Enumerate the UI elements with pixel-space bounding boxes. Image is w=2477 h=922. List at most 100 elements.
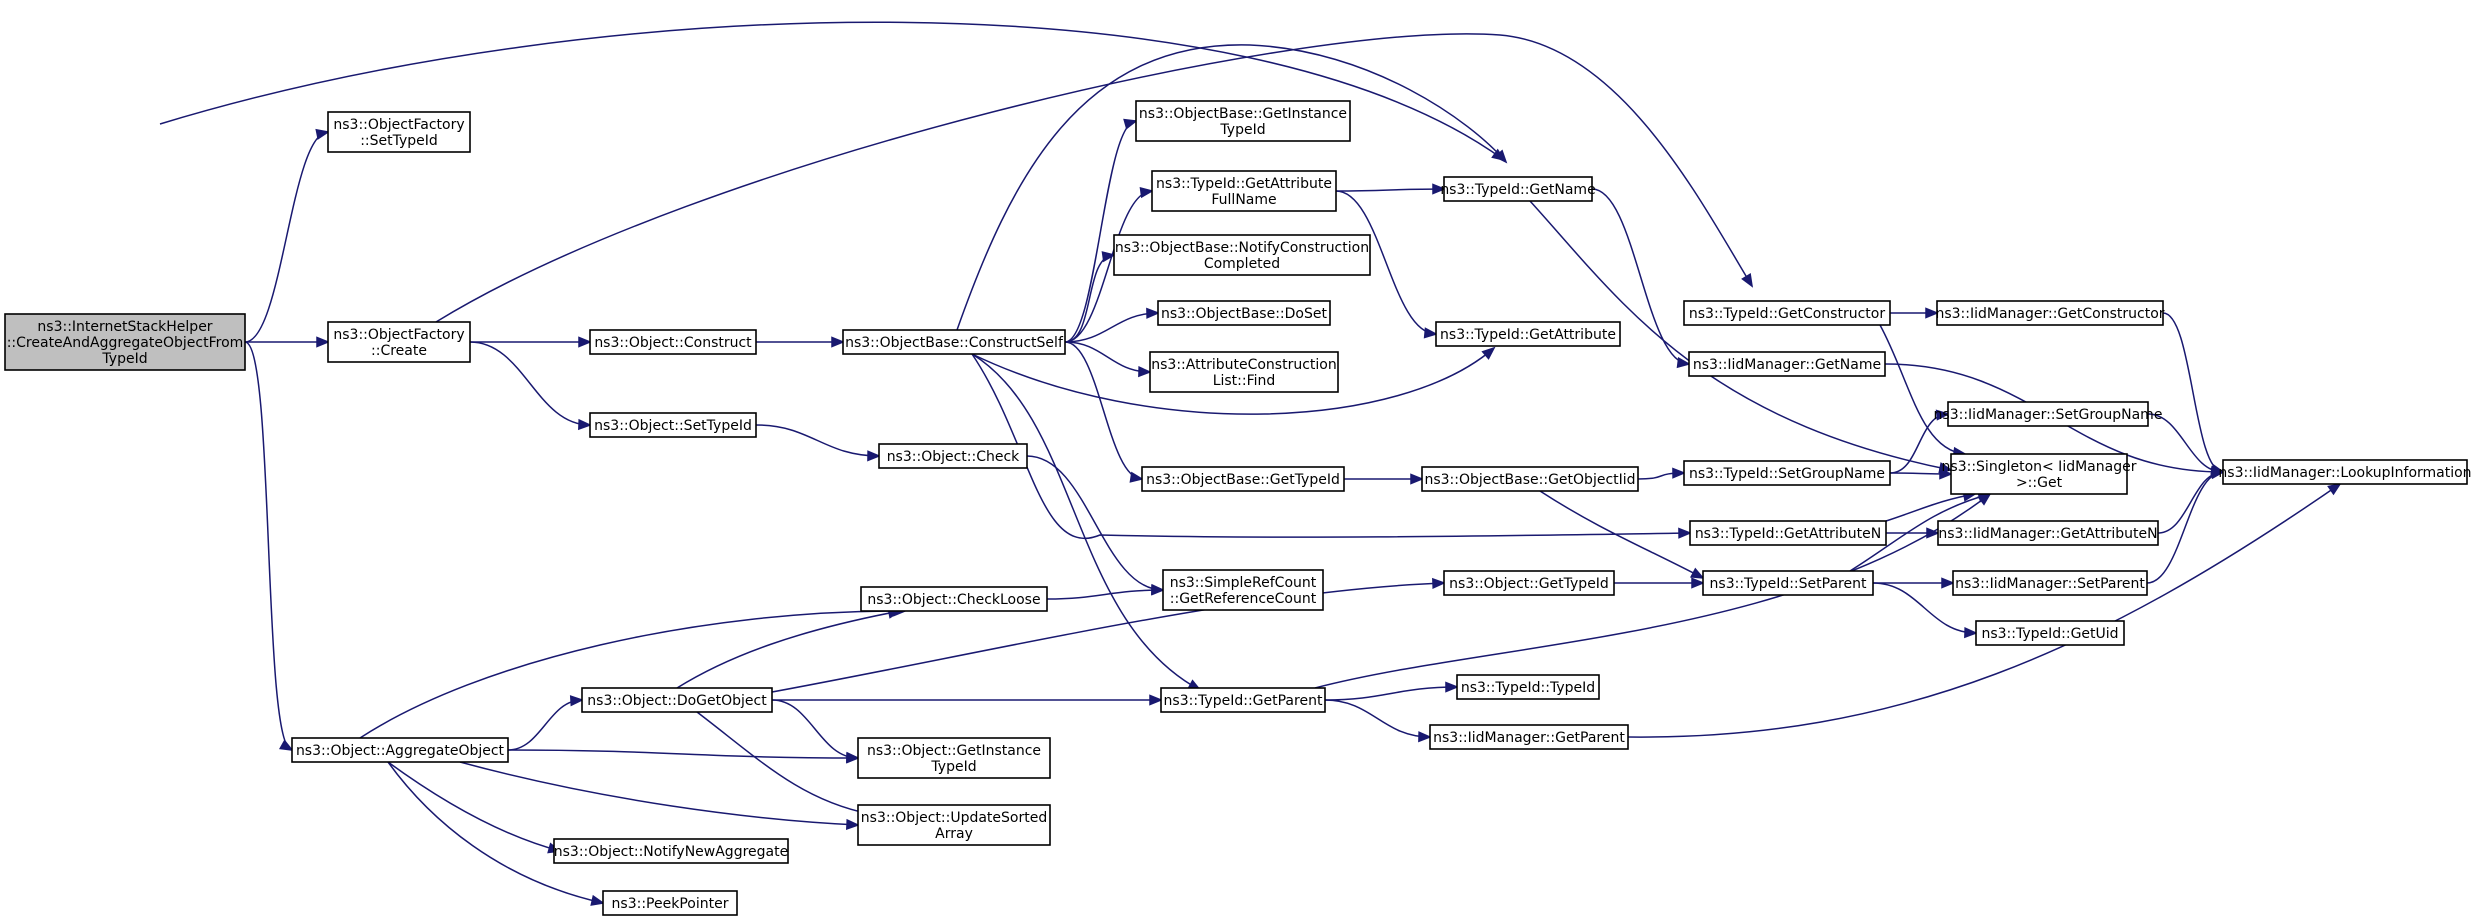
node-n33[interactable]: ns3::Singleton< IidManager >::Get (1942, 453, 2137, 495)
node-n0[interactable]: ns3::InternetStackHelper::CreateAndAggre… (4, 313, 246, 371)
node-n12[interactable]: ns3::ObjectBase::NotifyConstructionCompl… (1113, 234, 1371, 276)
node-n31[interactable]: ns3::TypeId::GetAttributeN (1689, 520, 1887, 546)
edge-arrowhead (1964, 627, 1978, 639)
node-label: TypeId (101, 351, 147, 367)
node-n25[interactable]: ns3::Object::GetTypeId (1443, 570, 1615, 596)
node-n27[interactable]: ns3::TypeId::TypeId (1456, 674, 1600, 700)
edge-line (1335, 190, 1437, 335)
node-box (4, 313, 246, 371)
node-n18[interactable]: ns3::Object::DoGetObject (581, 687, 773, 713)
node-n39[interactable]: ns3::IidManager::LookupInformation (2218, 459, 2472, 485)
node-n17[interactable]: ns3::Object::CheckLoose (860, 586, 1048, 612)
node-n16[interactable]: ns3::SimpleRefCount::GetReferenceCount (1162, 569, 1324, 611)
edge-line (676, 610, 901, 689)
node-n32[interactable]: ns3::TypeId::SetParent (1702, 570, 1874, 596)
node-box (1135, 100, 1351, 142)
edge-arrowhead (1494, 149, 1508, 164)
edge-n30-n33 (1889, 468, 1953, 480)
node-n26[interactable]: ns3::TypeId::GetParent (1160, 687, 1326, 713)
node-label: ns3::TypeId::GetParent (1164, 693, 1323, 709)
node-n6[interactable]: ns3::Object::Construct (589, 329, 757, 355)
node-label: ns3::IidManager::LookupInformation (2218, 465, 2471, 481)
node-n35[interactable]: ns3::IidManager::SetGroupName (1934, 401, 2163, 427)
node-box (1162, 569, 1324, 611)
edge-n24-n30 (1637, 467, 1686, 480)
edge-line (2157, 471, 2224, 534)
node-box (1936, 300, 2164, 326)
node-n21[interactable]: ns3::Object::NotifyNewAggregate (553, 838, 789, 864)
node-n5[interactable]: ns3::TypeId::GetConstructor (1683, 300, 1891, 326)
node-n2[interactable]: ns3::ObjectFactory::Create (327, 321, 471, 363)
node-n24[interactable]: ns3::ObjectBase::GetObjectIid (1421, 466, 1639, 492)
edge-line (971, 347, 1495, 415)
node-n13[interactable]: ns3::ObjectBase::DoSet (1157, 300, 1331, 326)
node-label: ns3::TypeId::SetGroupName (1689, 466, 1885, 482)
node-label: ns3::TypeId::GetAttribute (1156, 176, 1332, 192)
edge-line (1885, 493, 1976, 522)
node-label: ::GetReferenceCount (1170, 591, 1317, 607)
node-n4[interactable]: ns3::TypeId::GetName (1440, 176, 1596, 202)
node-n30[interactable]: ns3::TypeId::SetGroupName (1683, 460, 1891, 486)
edge-line (956, 44, 1507, 331)
edge-arrowhead (1149, 694, 1163, 706)
node-n38[interactable]: ns3::TypeId::GetUid (1975, 620, 2125, 646)
node-label: TypeId (930, 759, 976, 775)
node-n7[interactable]: ns3::Object::SetTypeId (589, 412, 757, 438)
node-label: ns3::IidManager::SetParent (1955, 576, 2145, 592)
node-n8[interactable]: ns3::ObjectBase::ConstructSelf (842, 329, 1066, 355)
node-label: ns3::TypeId::GetAttribute (1440, 327, 1616, 343)
edge-line (1314, 493, 1991, 689)
edge-line (159, 21, 1505, 161)
edge-line (459, 761, 859, 826)
node-label: ns3::TypeId::TypeId (1461, 680, 1595, 696)
node-box (1950, 453, 2128, 495)
edge-arrowhead (2327, 482, 2342, 496)
node-box (1937, 520, 2159, 546)
edge-n11-n23 (1335, 190, 1438, 339)
node-n37[interactable]: ns3::IidManager::SetParent (1952, 570, 2148, 596)
node-n9[interactable]: ns3::Object::Check (878, 443, 1028, 469)
node-n34[interactable]: ns3::IidManager::GetConstructor (1935, 300, 2165, 326)
edge-arrowhead (1139, 186, 1154, 199)
node-label: ns3::ObjectBase::GetObjectIid (1424, 472, 1635, 488)
edge-n30-n35 (1889, 409, 1950, 474)
edge-n26-n33 (1314, 492, 1992, 689)
node-box (1429, 724, 1629, 750)
edge-n8-n13 (1064, 307, 1160, 343)
node-n22[interactable]: ns3::PeekPointer (602, 890, 738, 916)
node-label: ns3::TypeId::GetName (1440, 182, 1595, 198)
edge-arrowhead (1410, 473, 1424, 485)
edge-n35-n39 (2147, 413, 2225, 477)
edge-arrowhead (1741, 273, 1754, 288)
node-box (857, 737, 1051, 779)
node-n3[interactable]: ns3::Object::AggregateObject (291, 737, 509, 763)
node-box (1157, 300, 1331, 326)
edge-n0-n3 (244, 341, 294, 751)
node-n15[interactable]: ns3::ObjectBase::GetTypeId (1141, 466, 1345, 492)
edge-arrowhead (1678, 527, 1692, 539)
node-label: ns3::TypeId::GetAttributeN (1695, 526, 1881, 542)
node-label: ns3::PeekPointer (612, 896, 729, 912)
node-n29[interactable]: ns3::IidManager::GetName (1688, 351, 1886, 377)
node-n1[interactable]: ns3::ObjectFactory::SetTypeId (327, 111, 471, 153)
edge-line (1335, 188, 1445, 192)
edge-arrowhead (845, 818, 860, 831)
node-label: >::Get (2016, 475, 2063, 491)
node-label: FullName (1211, 192, 1276, 208)
edge-arrowhead (831, 336, 845, 348)
edge-line (755, 424, 880, 457)
node-n23[interactable]: ns3::TypeId::GetAttribute (1435, 321, 1621, 347)
node-box (1443, 570, 1615, 596)
node-n28[interactable]: ns3::IidManager::GetParent (1429, 724, 1629, 750)
edge-n3-n20 (459, 761, 860, 831)
edge-arrowhead (1129, 471, 1144, 483)
node-n36[interactable]: ns3::IidManager::GetAttributeN (1937, 520, 2159, 546)
node-label: ns3::IidManager::GetName (1693, 357, 1881, 373)
edge-arrowhead (1935, 409, 1950, 421)
node-label: ::Create (371, 343, 427, 359)
